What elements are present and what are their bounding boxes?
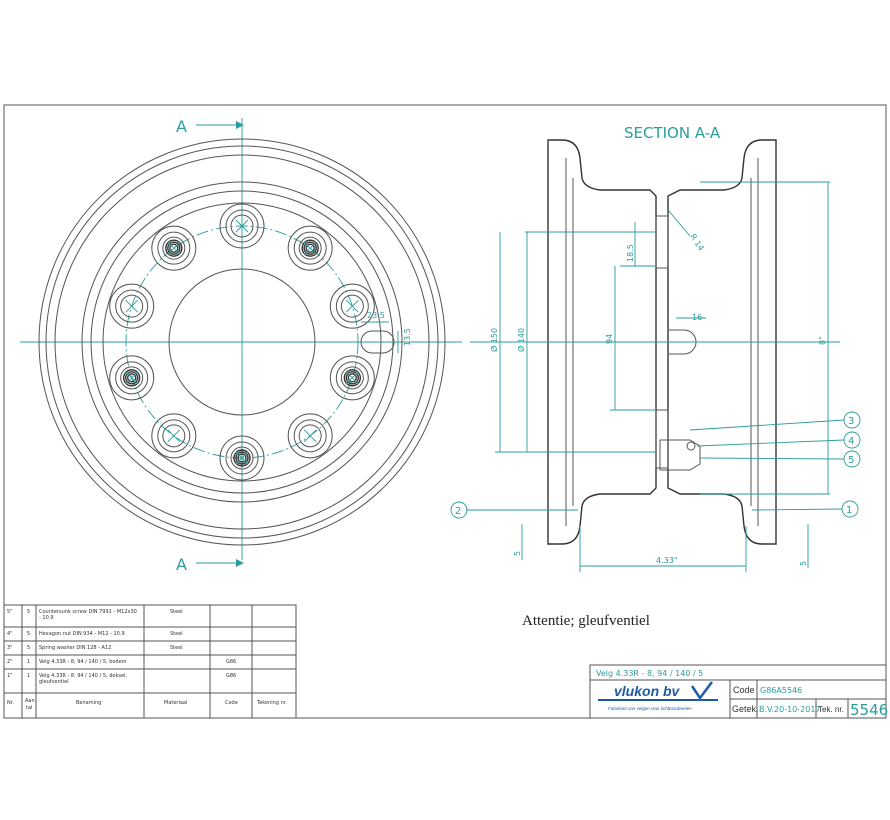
cell-benaming: Spring washer DIN 128 - A12	[39, 645, 111, 651]
balloon-4: 4	[843, 431, 861, 449]
parts-row: 2" 1 Velg 4.33R - 8, 94 / 140 / 5, bodem G8…	[7, 659, 236, 665]
cell-aant: 1	[27, 659, 30, 665]
bolt-hole	[219, 435, 265, 481]
bolt-hole	[109, 355, 155, 401]
dim-140: Ø 140	[516, 328, 526, 352]
cell-aant: 5	[27, 631, 30, 637]
balloon-5: 5	[843, 450, 861, 468]
parts-list: 5" 5 Countersunk screw DIN 7991 - M12x30- …	[3, 604, 297, 719]
bolt-hole	[151, 225, 197, 271]
cell-nr: 2"	[7, 659, 12, 665]
logo-tagline: Fabrikant van velgen voor lichtbandwiele…	[608, 706, 692, 711]
getek-value: B.V.20-10-2017	[759, 705, 821, 714]
dim-5-right: 5	[799, 561, 808, 566]
section-mark-bottom: A	[176, 555, 187, 574]
dim-150: Ø 150	[489, 328, 499, 352]
bolt-hole	[109, 283, 155, 329]
bolt-hole	[329, 283, 375, 329]
dim-433: 4.33"	[656, 556, 678, 565]
parts-row: 1" 1 Velg 4.33R - 8, 94 / 140 / 5, deksel,…	[7, 673, 236, 685]
cell-benaming: Velg 4.33R - 8, 94 / 140 / 5, deksel,	[39, 673, 127, 679]
cell-aant: 5	[27, 645, 30, 651]
cell-code: G86	[226, 659, 236, 665]
bolt-hole	[287, 413, 333, 459]
tek-value: 5546	[850, 701, 888, 719]
header-aant-2: tal	[26, 705, 32, 711]
dim-13-5: 13.5	[403, 328, 412, 346]
cell-nr: 3"	[7, 645, 12, 651]
svg-text:1: 1	[846, 505, 852, 516]
code-value: G86A5546	[760, 686, 802, 695]
bolt-hole	[151, 413, 197, 459]
cell-aant: 5	[27, 609, 30, 615]
balloon-2: 2	[450, 501, 468, 519]
section-view: SECTION A-A Ø 150 Ø 140 94 18.5 8"	[450, 124, 861, 572]
cell-benaming: Velg 4.33R - 8, 94 / 140 / 5, bodem	[39, 659, 127, 665]
bolt-hole	[287, 225, 333, 271]
header-code: Code	[225, 700, 238, 706]
dim-r14: R 14	[688, 232, 705, 252]
cell-materiaal: Steel	[170, 631, 183, 637]
section-mark-top: A	[176, 117, 187, 136]
bolt-hole	[219, 203, 265, 249]
dim-94: 94	[605, 334, 614, 344]
cell-benaming: Hexagon nut DIN 934 - M12 - 10.9	[39, 631, 125, 637]
title-block: Velg 4.33R - 8, 94 / 140 / 5 vlukon bv F…	[589, 664, 888, 719]
cell-materiaal: Steel	[170, 609, 183, 615]
svg-text:3: 3	[848, 416, 854, 427]
cell-nr: 1"	[7, 673, 12, 679]
cell-benaming: Countersunk screw DIN 7991 - M12x30	[39, 609, 137, 615]
header-materiaal: Materiaal	[164, 700, 187, 706]
parts-row: 5" 5 Countersunk screw DIN 7991 - M12x30- …	[7, 609, 183, 621]
balloon-3: 3	[843, 411, 861, 429]
dim-23-5: 23.5	[367, 311, 385, 320]
tek-label: Tek. nr.	[818, 705, 844, 714]
drawing-frame	[3, 104, 887, 719]
parts-row: 4" 5 Hexagon nut DIN 934 - M12 - 10.9 Steel	[7, 631, 183, 637]
front-view: 23.5 13.5 A A	[20, 117, 462, 574]
cell-aant: 1	[27, 673, 30, 679]
header-nr: Nr.	[7, 700, 14, 706]
dim-16: 16	[692, 313, 702, 322]
cell-nr: 5"	[7, 609, 12, 615]
cell-materiaal: Steel	[170, 645, 183, 651]
bolt-hole	[329, 355, 375, 401]
cell-benaming-2: - 10.9	[39, 615, 54, 621]
section-title: SECTION A-A	[624, 124, 721, 142]
logo-check-icon	[690, 681, 713, 701]
note-text: Attentie; gleufventiel	[522, 613, 650, 629]
company-logo: vlukon bv	[614, 683, 681, 699]
title-block-title: Velg 4.33R - 8, 94 / 140 / 5	[596, 669, 703, 678]
parts-row: 3" 5 Spring washer DIN 128 - A12 Steel	[7, 645, 183, 651]
svg-text:2: 2	[455, 506, 461, 517]
cell-benaming-2: gleufventiel	[39, 679, 69, 685]
balloon-1: 1	[841, 500, 859, 518]
svg-text:5: 5	[848, 455, 854, 466]
cell-nr: 4"	[7, 631, 12, 637]
getek-label: Getek.	[732, 704, 759, 714]
dim-8in: 8"	[818, 336, 827, 345]
header-tekening: Tekening nr.	[256, 700, 287, 706]
dim-5-left: 5	[513, 551, 522, 556]
header-aant: Aan	[25, 698, 35, 704]
code-label: Code	[733, 685, 755, 695]
svg-text:4: 4	[848, 436, 854, 447]
dim-18-5: 18.5	[626, 244, 635, 262]
cell-code: G86	[226, 673, 236, 679]
header-benaming: Benaming	[76, 700, 101, 706]
